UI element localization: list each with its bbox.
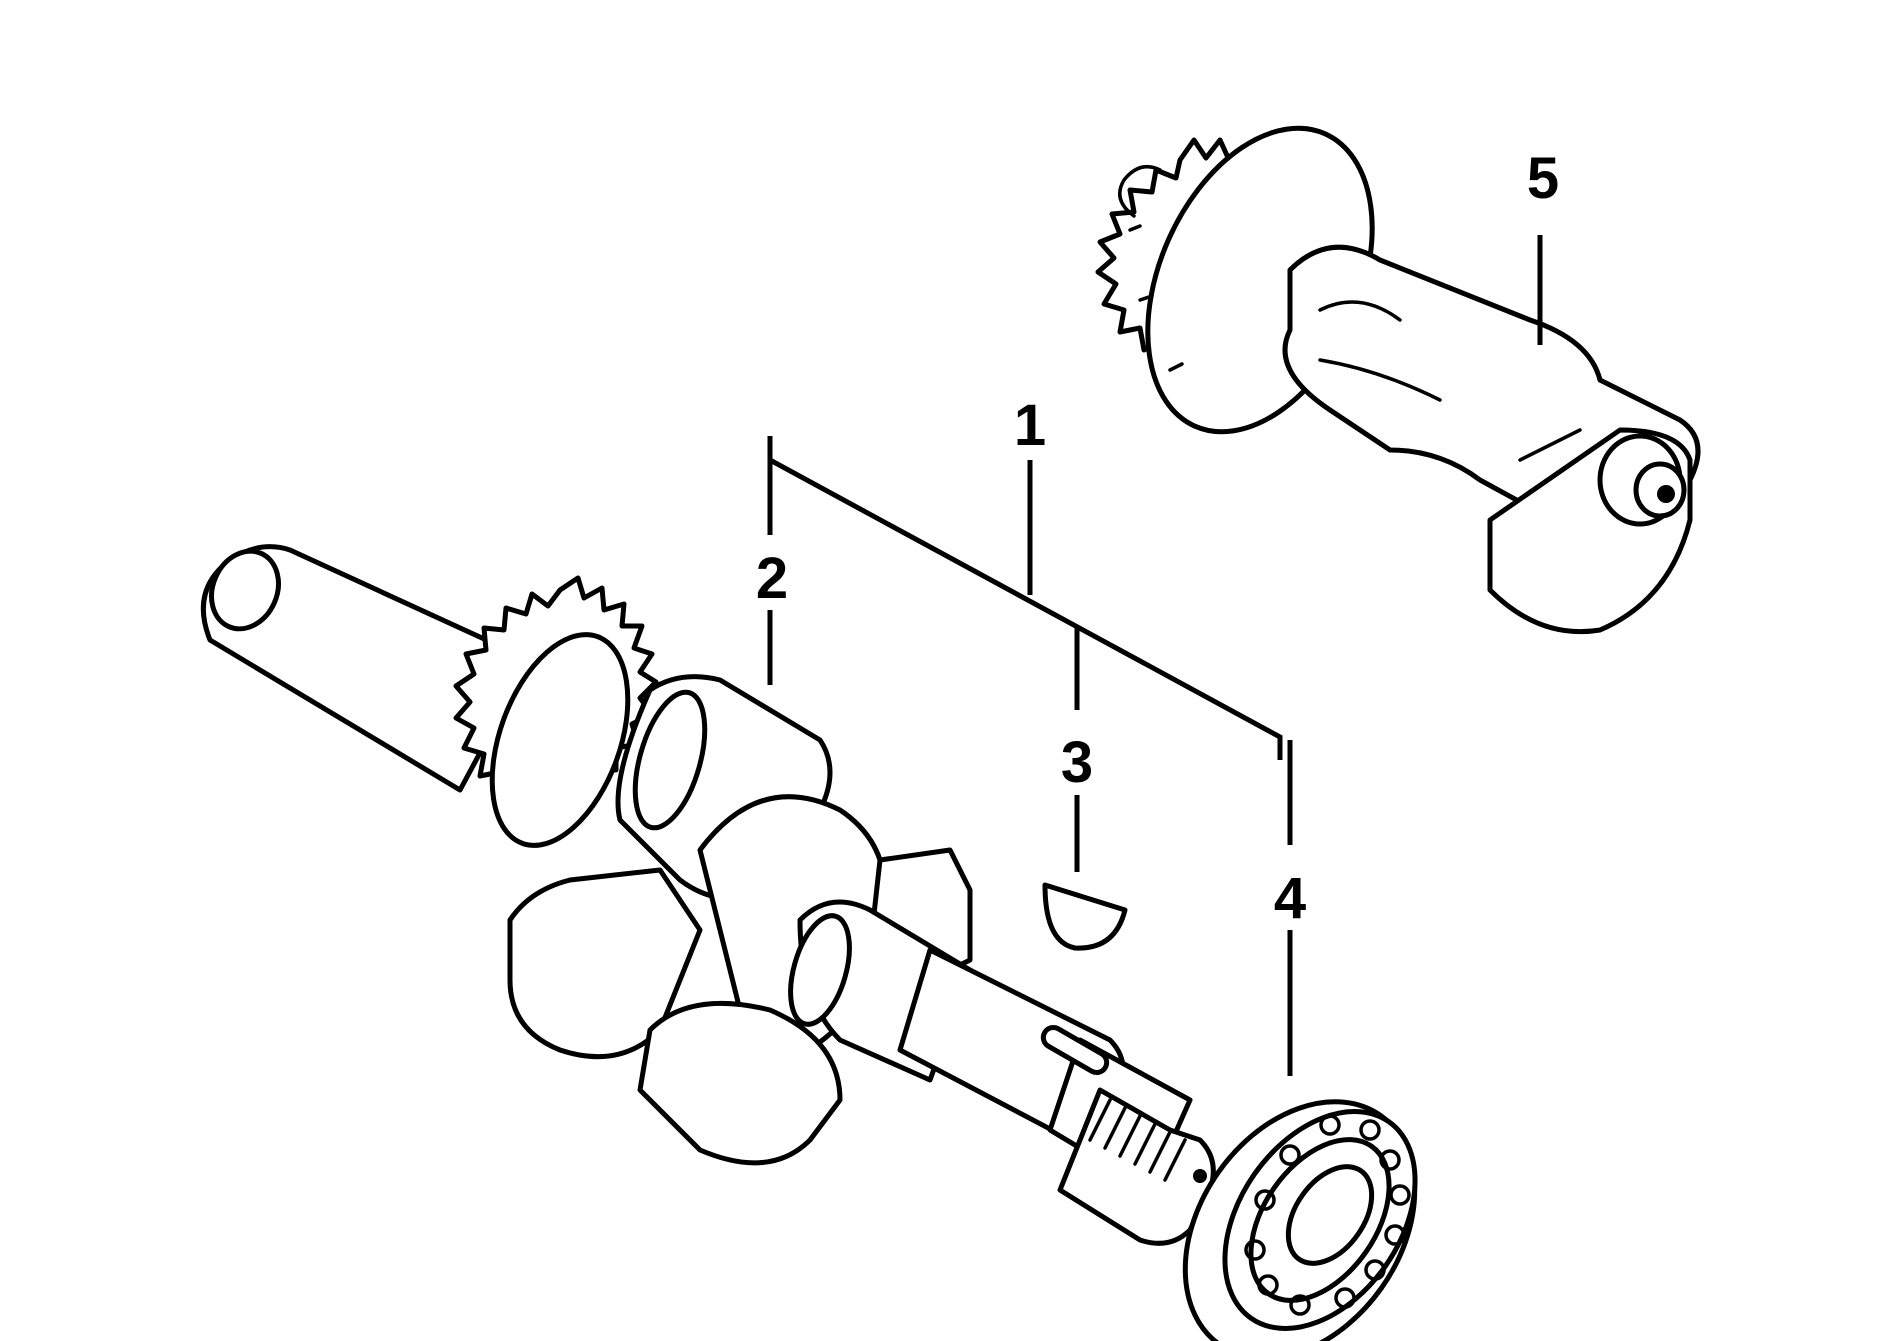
leader-lines xyxy=(767,235,1543,1076)
callout-5: 5 xyxy=(1527,146,1559,211)
callout-3: 3 xyxy=(1061,730,1093,795)
ball-bearing-part xyxy=(1182,1099,1418,1341)
callout-4: 4 xyxy=(1274,866,1306,931)
callout-2: 2 xyxy=(756,546,788,611)
balancer-shaft-part xyxy=(1095,125,1701,635)
crankshaft-part xyxy=(200,544,1216,1246)
callout-labels: 1 2 3 4 5 xyxy=(756,146,1559,931)
assembly-bracket-line xyxy=(767,436,1283,760)
callout-1: 1 xyxy=(1014,393,1046,458)
woodruff-key-part xyxy=(1042,882,1128,951)
bearing-balls xyxy=(1244,1114,1411,1316)
crankshaft-gear xyxy=(453,575,659,848)
